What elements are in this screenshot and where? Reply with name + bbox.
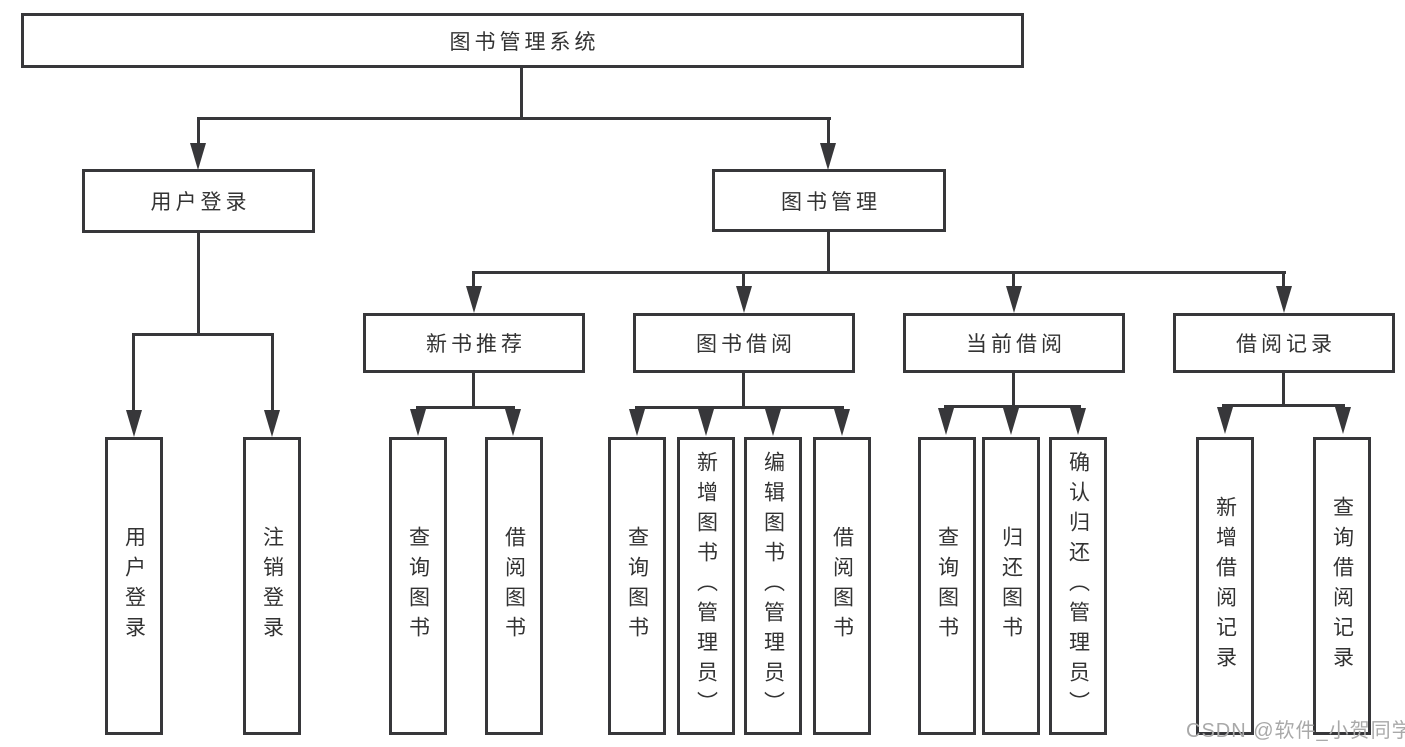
leaf-borrow-books: 借阅图书 <box>813 437 871 735</box>
node-label: 查询图书 <box>935 526 959 646</box>
connector <box>132 333 135 412</box>
arrowhead-down-icon <box>736 286 752 313</box>
arrowhead-down-icon <box>1335 407 1351 434</box>
watermark: CSDN @软件_小贺同学 <box>1186 720 1405 742</box>
connector <box>742 373 745 409</box>
node-label: 查询图书 <box>625 526 649 646</box>
node-label: 用户登录 <box>122 526 146 646</box>
connector <box>197 117 831 120</box>
arrowhead-down-icon <box>938 408 954 435</box>
leaf-confirm-return-admin: 确认归还（管理员） <box>1049 437 1107 735</box>
leaf-query-books-recommend: 查询图书 <box>389 437 447 735</box>
node-label: 查询图书 <box>406 526 430 646</box>
arrowhead-down-icon <box>698 409 714 436</box>
connector <box>132 333 274 336</box>
arrowhead-down-icon <box>765 409 781 436</box>
node-label: 归还图书 <box>999 526 1023 646</box>
node-current-borrowing: 当前借阅 <box>903 313 1125 373</box>
connector <box>1012 271 1015 289</box>
arrowhead-down-icon <box>1276 286 1292 313</box>
leaf-borrow-books-recommend: 借阅图书 <box>485 437 543 735</box>
leaf-edit-books-admin: 编辑图书（管理员） <box>744 437 802 735</box>
node-label: 当前借阅 <box>966 333 1066 356</box>
arrowhead-down-icon <box>126 410 142 437</box>
connector <box>1282 271 1285 289</box>
connector <box>197 117 200 147</box>
arrowhead-down-icon <box>264 410 280 437</box>
arrowhead-down-icon <box>1003 408 1019 435</box>
leaf-add-books-admin: 新增图书（管理员） <box>677 437 735 735</box>
node-label: 借阅图书 <box>502 526 526 646</box>
node-label: 借阅记录 <box>1236 333 1336 356</box>
node-label: 图书借阅 <box>696 333 796 356</box>
arrowhead-down-icon <box>190 143 206 170</box>
node-label: 编辑图书（管理员） <box>761 451 785 721</box>
connector <box>1282 373 1285 407</box>
arrowhead-down-icon <box>466 286 482 313</box>
node-label: 图书管理 <box>781 190 881 214</box>
arrowhead-down-icon <box>820 143 836 170</box>
arrowhead-down-icon <box>834 409 850 436</box>
node-user-login: 用户登录 <box>82 169 315 233</box>
arrowhead-down-icon <box>629 409 645 436</box>
arrowhead-down-icon <box>1070 408 1086 435</box>
connector <box>416 406 515 409</box>
connector <box>827 117 830 147</box>
node-label: 注销登录 <box>260 526 284 646</box>
node-label: 新增图书（管理员） <box>694 451 718 721</box>
leaf-query-borrow-record: 查询借阅记录 <box>1313 437 1371 735</box>
node-label: 新增借阅记录 <box>1213 496 1237 676</box>
leaf-add-borrow-record: 新增借阅记录 <box>1196 437 1254 735</box>
node-label: 借阅图书 <box>830 526 854 646</box>
node-label: 用户登录 <box>150 191 251 214</box>
connector <box>472 271 475 289</box>
node-label: 图书管理系统 <box>449 30 600 54</box>
node-book-borrowing: 图书借阅 <box>633 313 855 373</box>
leaf-logout: 注销登录 <box>243 437 301 735</box>
node-label: 新书推荐 <box>426 333 526 356</box>
connector <box>472 373 475 409</box>
node-label: 确认归还（管理员） <box>1066 451 1090 721</box>
node-label: 查询借阅记录 <box>1330 496 1354 676</box>
connector <box>944 405 1081 408</box>
leaf-user-login: 用户登录 <box>105 437 163 735</box>
node-root-library-system: 图书管理系统 <box>21 13 1024 68</box>
connector <box>271 333 274 412</box>
connector <box>197 232 200 336</box>
arrowhead-down-icon <box>410 409 426 436</box>
connector <box>827 232 830 274</box>
leaf-return-books: 归还图书 <box>982 437 1040 735</box>
node-book-management: 图书管理 <box>712 169 946 232</box>
node-new-book-recommend: 新书推荐 <box>363 313 585 373</box>
connector <box>520 67 523 118</box>
arrowhead-down-icon <box>1217 407 1233 434</box>
arrowhead-down-icon <box>505 409 521 436</box>
leaf-query-books-current: 查询图书 <box>918 437 976 735</box>
connector <box>1012 373 1015 408</box>
connector <box>1222 404 1345 407</box>
arrowhead-down-icon <box>1006 286 1022 313</box>
leaf-query-books-borrowing: 查询图书 <box>608 437 666 735</box>
connector <box>635 406 844 409</box>
node-borrow-records: 借阅记录 <box>1173 313 1395 373</box>
connector <box>472 271 1286 274</box>
connector <box>742 271 745 289</box>
